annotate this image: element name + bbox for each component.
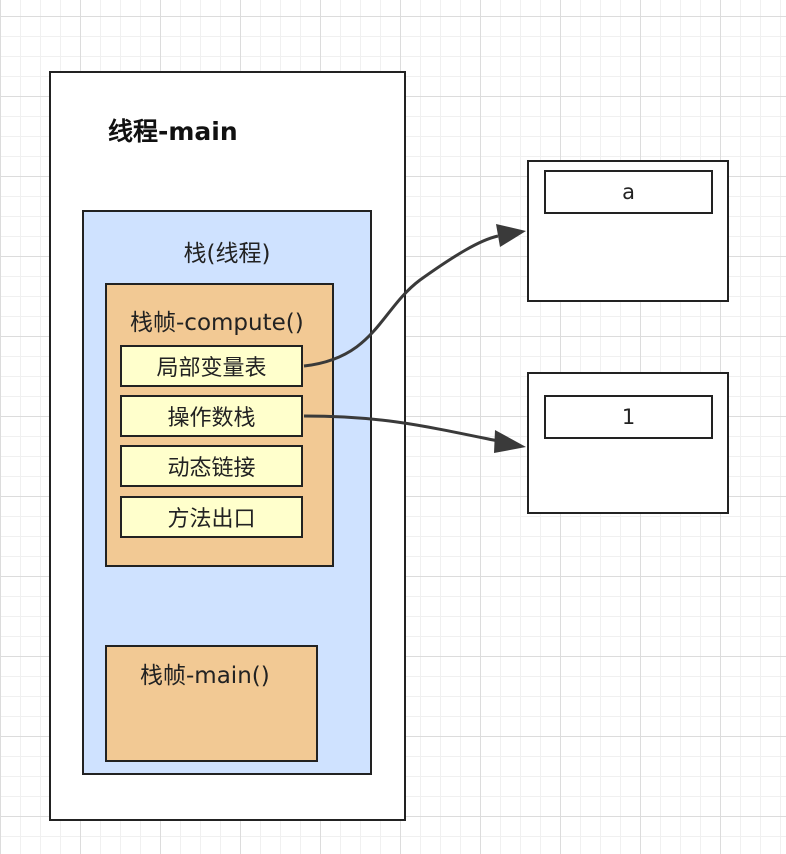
heap-object-1 bbox=[527, 372, 729, 514]
frame-compute-title: 栈帧-compute() bbox=[130, 310, 304, 336]
slot-operand-stack: 操作数栈 bbox=[120, 395, 303, 437]
frame-main-title: 栈帧-main() bbox=[140, 663, 270, 689]
arrowhead-a bbox=[496, 224, 526, 247]
stack-title: 栈(线程) bbox=[183, 241, 271, 267]
heap-field-1: 1 bbox=[544, 395, 713, 439]
frame-main bbox=[105, 645, 318, 762]
slot-return-address: 方法出口 bbox=[120, 496, 303, 538]
heap-field-a: a bbox=[544, 170, 713, 214]
arrowhead-1 bbox=[494, 430, 526, 453]
slot-local-variables: 局部变量表 bbox=[120, 345, 303, 387]
slot-dynamic-linking: 动态链接 bbox=[120, 445, 303, 487]
thread-title: 线程-main bbox=[108, 117, 238, 146]
